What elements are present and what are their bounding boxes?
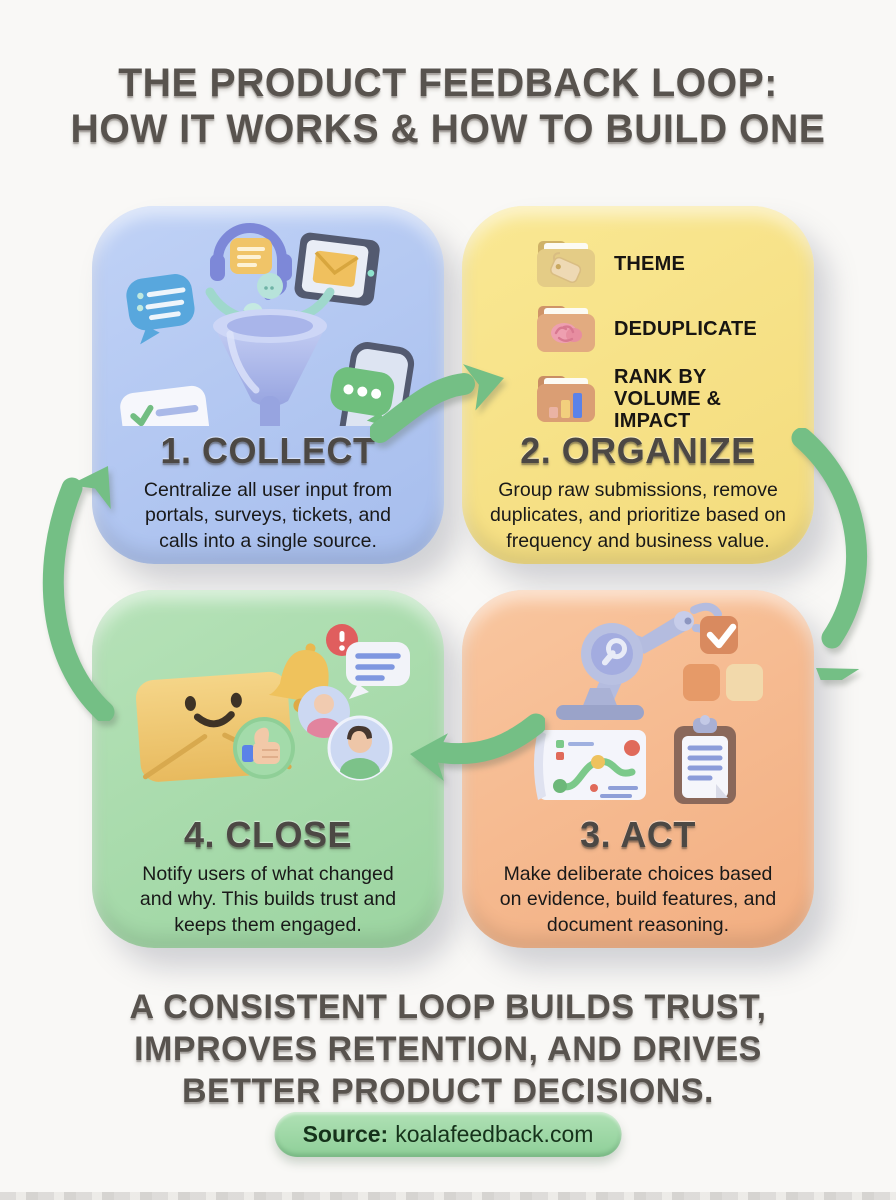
- organize-rows: THEME DEDUPLICATE: [462, 206, 814, 432]
- close-desc-line: keeps them engaged.: [174, 913, 362, 936]
- source-url: koalafeedback.com: [395, 1121, 594, 1147]
- summary-text: A CONSISTENT LOOP BUILDS TRUST, IMPROVES…: [0, 986, 896, 1112]
- funnel-icon: [205, 273, 335, 426]
- close-desc-line: and why. This builds trust and: [139, 888, 397, 911]
- organize-row-deduplicate: DEDUPLICATE: [534, 301, 814, 357]
- close-desc-line: Notify users of what changed: [142, 863, 394, 885]
- brain-folder-icon: [537, 306, 595, 352]
- user-avatar-green-icon: [327, 715, 393, 781]
- roadmap-icon: [534, 730, 646, 800]
- collect-icon-cluster: [120, 223, 415, 426]
- tag-folder-icon: [537, 241, 595, 287]
- page-title-line1: THE PRODUCT FEEDBACK LOOP:: [118, 61, 778, 105]
- card-collect: 1. COLLECT Centralize all user input fro…: [92, 206, 444, 564]
- collect-desc-line: portals, surveys, tickets, and: [144, 504, 392, 527]
- organize-label-deduplicate: DEDUPLICATE: [614, 318, 757, 340]
- collect-desc-line: calls into a single source.: [159, 529, 377, 552]
- card-organize-title: 2. ORGANIZE: [520, 430, 756, 471]
- chart-folder-icon: [537, 376, 595, 422]
- arrow-act-to-close: [410, 713, 545, 782]
- collect-desc-line: Centralize all user input from: [143, 479, 393, 501]
- arrow-close-to-collect: [42, 466, 115, 721]
- act-desc-line: Make deliberate choices based: [503, 863, 773, 885]
- summary-line: IMPROVES RETENTION, AND DRIVES: [134, 1030, 762, 1069]
- organize-label-theme: THEME: [614, 253, 685, 275]
- page-title-line2: HOW IT WORKS & HOW TO BUILD ONE: [70, 107, 826, 152]
- act-desc-line: document reasoning.: [546, 913, 730, 936]
- card-act-title: 3. ACT: [580, 814, 696, 855]
- chat-bubble-icon: [346, 642, 410, 699]
- source-badge[interactable]: Source:koalafeedback.com: [274, 1112, 622, 1157]
- checklist-icon: [120, 385, 214, 426]
- close-icon-cluster: [135, 624, 410, 782]
- robot-arm-icon: [556, 602, 722, 720]
- organize-desc-line: frequency and business value.: [506, 529, 770, 552]
- organize-row-theme: THEME: [534, 236, 814, 292]
- card-organize: THEME DEDUPLICATE: [462, 206, 814, 564]
- act-desc-line: on evidence, build features, and: [499, 888, 777, 911]
- organize-desc-line: duplicates, and prioritize based on: [490, 504, 786, 527]
- card-organize-description: Group raw submissions, remove duplicates…: [490, 478, 786, 554]
- arrow-organize-to-act: [791, 428, 867, 680]
- card-close-description: Notify users of what changed and why. Th…: [140, 862, 396, 938]
- act-icon-cluster: [534, 602, 763, 804]
- clipboard-icon: [674, 715, 736, 804]
- card-close-title: 4. CLOSE: [183, 814, 353, 855]
- blocks-check-icon: [683, 616, 763, 701]
- summary-line: A CONSISTENT LOOP BUILDS TRUST,: [129, 988, 767, 1026]
- bottom-edge-strip: [0, 1192, 896, 1200]
- card-close: 4. CLOSE Notify users of what changed an…: [92, 590, 444, 948]
- card-act: 3. ACT Make deliberate choices based on …: [462, 590, 814, 948]
- speech-bubble-icon: [126, 274, 195, 345]
- organize-label-rank: RANK BY VOLUME & IMPACT: [614, 366, 722, 432]
- organize-row-rank: RANK BY VOLUME & IMPACT: [534, 366, 814, 432]
- organize-desc-line: Group raw submissions, remove: [498, 479, 778, 501]
- source-label: Source:: [302, 1121, 389, 1147]
- thumbs-up-icon: [233, 717, 295, 779]
- summary-line: BETTER PRODUCT DECISIONS.: [182, 1072, 714, 1111]
- card-collect-description: Centralize all user input from portals, …: [144, 478, 392, 554]
- card-collect-title: 1. COLLECT: [160, 430, 376, 471]
- tablet-email-icon: [294, 232, 380, 306]
- card-act-description: Make deliberate choices based on evidenc…: [500, 862, 776, 938]
- page-title: THE PRODUCT FEEDBACK LOOP: HOW IT WORKS …: [9, 60, 887, 153]
- arrow-collect-to-organize: [370, 364, 504, 443]
